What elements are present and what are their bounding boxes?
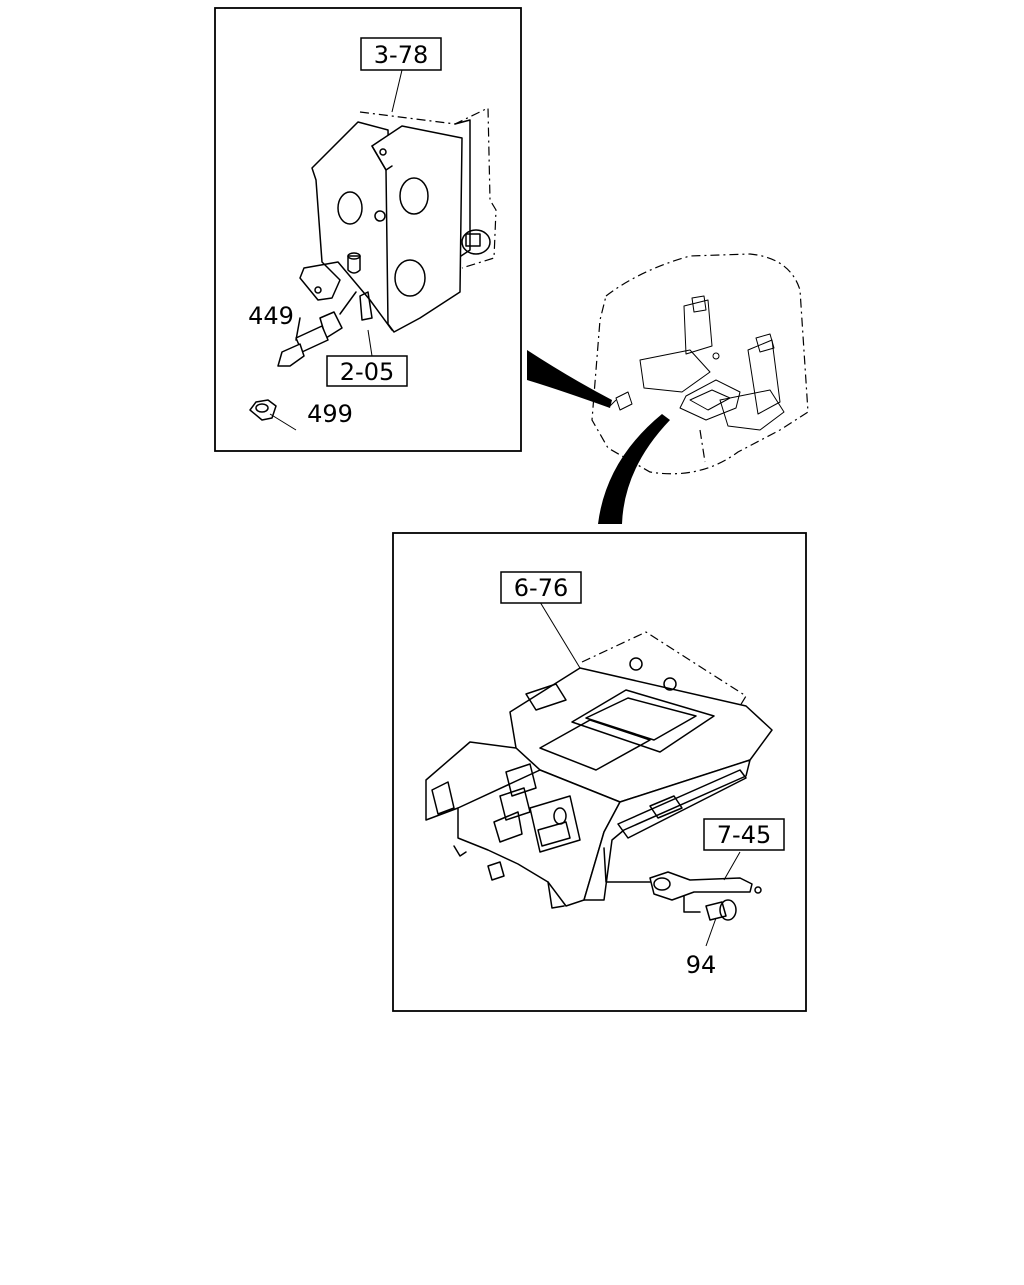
right-seat-cushion — [719, 389, 785, 431]
callout-box-7-45 — [703, 818, 785, 851]
bracket-front-lower-hole — [394, 259, 426, 297]
console-top-hole-2 — [663, 677, 677, 691]
clip-drawing — [249, 399, 297, 431]
left-seat-headrest — [691, 295, 707, 313]
mounting-bracket — [649, 871, 753, 901]
callout-449: 449 — [248, 302, 294, 330]
cable-rod — [339, 291, 357, 315]
lower-panel-frame — [392, 532, 807, 1012]
left-seat-back — [683, 299, 713, 355]
callout-94: 94 — [686, 951, 717, 979]
console-rail-clip — [649, 795, 683, 819]
bracket-rear-tab — [454, 119, 471, 259]
cab-floor-line — [699, 429, 706, 463]
clip-body — [249, 399, 277, 421]
callout-box-2-05 — [326, 355, 408, 387]
callout-box-6-76 — [500, 571, 582, 604]
bracket-square-hole — [465, 233, 481, 247]
callout-box-3-78 — [360, 37, 442, 71]
bracket-rear-boss — [461, 229, 491, 255]
bolt-head — [719, 899, 737, 921]
pivot-pin-top — [347, 252, 361, 260]
mounting-bracket-drawing — [649, 851, 762, 913]
bracket-small-hole — [374, 210, 386, 222]
leader-449 — [295, 317, 301, 341]
console-right-side — [583, 759, 751, 901]
console-drawing — [425, 601, 773, 909]
leader-6-76 — [539, 601, 581, 669]
callout-3-78: 3-78 — [374, 41, 428, 69]
pivot-pin — [347, 255, 361, 274]
switch-stud — [359, 291, 373, 321]
bracket-fold-edge — [371, 145, 393, 171]
leader-499 — [269, 413, 297, 431]
cab-outline — [591, 253, 809, 475]
switch-slot — [537, 821, 571, 847]
right-seat-headrest — [755, 333, 775, 353]
switch-3 — [493, 811, 523, 843]
console-top-mini — [689, 389, 731, 411]
mounting-bracket-hole — [653, 877, 671, 891]
console-foot-1 — [453, 845, 467, 857]
upper-panel-frame — [214, 7, 522, 452]
console-left-notch — [431, 781, 455, 815]
pedal-location-mini — [615, 391, 633, 411]
leader-2-05 — [367, 329, 373, 357]
console-rail — [617, 769, 747, 839]
cable-end — [277, 343, 305, 367]
bracket-front-upper-hole — [399, 177, 429, 215]
console-tray-inner — [585, 697, 697, 741]
bracket-top-hole — [379, 148, 387, 156]
console-tray — [571, 689, 715, 753]
upper-detail-panel: 3-78 449 2-05 499 — [214, 7, 522, 452]
console-front-face — [457, 769, 621, 907]
switch-2 — [499, 787, 531, 821]
clip-hole — [255, 403, 269, 413]
switch-1 — [505, 763, 537, 797]
center-console-mini — [679, 379, 741, 421]
callout-2-05: 2-05 — [340, 358, 394, 386]
pedal-bracket-drawing — [299, 69, 497, 333]
leader-3-78 — [391, 69, 403, 113]
callout-6-76: 6-76 — [514, 574, 568, 602]
console-slot — [525, 683, 567, 711]
callout-7-45: 7-45 — [717, 821, 771, 849]
cab-overview-drawing — [591, 253, 809, 475]
bracket-mount-hole — [314, 286, 322, 294]
pointer-to-upper-panel — [527, 350, 612, 408]
callout-499: 499 — [307, 400, 353, 428]
console-top-hole-1 — [629, 657, 643, 671]
cab-marker — [712, 352, 720, 360]
console-bracket-guide — [603, 847, 651, 883]
console-foot-3 — [547, 881, 565, 909]
leader-7-45 — [723, 851, 741, 881]
bolt-drawing — [705, 899, 737, 947]
console-lower-tray — [539, 719, 651, 771]
mounting-bracket-end — [754, 886, 762, 894]
pedal-location-stem — [609, 399, 617, 407]
cable-assembly-drawing — [277, 291, 357, 367]
bracket-left-hole — [337, 191, 363, 225]
switch-panel-right — [529, 795, 581, 853]
leader-94 — [705, 917, 717, 947]
console-foot-2 — [487, 861, 505, 881]
pointer-to-lower-panel — [598, 414, 670, 524]
console-phantom-outline — [581, 631, 747, 707]
bolt-reference-line — [683, 895, 701, 913]
left-seat-cushion — [639, 349, 711, 393]
lower-detail-panel: 6-76 7-45 94 — [392, 532, 807, 1012]
